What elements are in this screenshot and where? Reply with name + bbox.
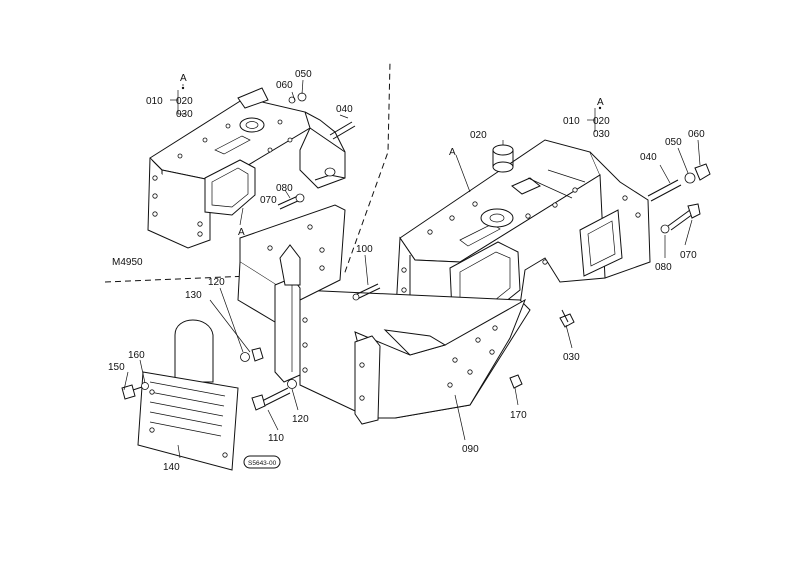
label-stamp: S5643-00 — [248, 460, 277, 467]
label-inset-010: 010 — [146, 96, 163, 107]
label-inset-050: 050 — [295, 69, 312, 80]
label-main-150: 150 — [108, 362, 125, 373]
nut-170 — [509, 374, 523, 389]
label-main-170: 170 — [510, 410, 527, 421]
bolt-040 — [647, 163, 711, 202]
bolt-030 — [559, 309, 575, 328]
label-main-080: 080 — [655, 262, 672, 273]
label-main-110: 110 — [268, 433, 284, 444]
label-main-070: 070 — [680, 250, 697, 261]
label-main-030: 030 — [563, 352, 580, 363]
label-main-010: 010 — [563, 116, 580, 127]
label-main-030-bracket: 030 — [593, 129, 610, 140]
label-main-060: 060 — [688, 129, 705, 140]
stud-100 — [352, 283, 381, 301]
leader-lines — [123, 79, 701, 459]
inset-front-bracket — [147, 87, 356, 249]
label-main-020-bracket: 020 — [593, 116, 610, 127]
label-main-120-top: 120 — [208, 277, 225, 288]
label-inset-a: A — [180, 73, 187, 84]
label-main-040: 040 — [640, 152, 657, 163]
front-weight-090 — [237, 204, 531, 425]
label-main-020: 020 — [470, 130, 487, 141]
label-inset-a2: A — [238, 227, 245, 238]
bolt-070 — [660, 203, 701, 234]
label-main-090: 090 — [462, 444, 479, 455]
label-inset-030: 030 — [176, 109, 193, 120]
label-main-130: 130 — [185, 290, 202, 301]
label-inset-040: 040 — [336, 104, 353, 115]
label-main-100: 100 — [356, 244, 373, 255]
reference-stamp: S5643-00 — [243, 455, 281, 469]
label-main-050: 050 — [665, 137, 682, 148]
grille-140 — [137, 319, 239, 471]
label-inset-080: 080 — [276, 183, 293, 194]
bolt-150 — [121, 382, 149, 400]
inset-boundary — [104, 61, 391, 283]
bolt-110 — [251, 379, 297, 411]
nut-130 — [240, 347, 264, 362]
label-inset-060: 060 — [276, 80, 293, 91]
label-main-a-bracket: A — [597, 97, 604, 108]
label-main-140: 140 — [163, 462, 180, 473]
label-main-a: A — [449, 147, 456, 158]
bushing-020 — [492, 144, 514, 173]
label-main-120-bottom: 120 — [292, 414, 309, 425]
label-inset-070: 070 — [260, 195, 277, 206]
label-m4950: M4950 — [112, 257, 143, 268]
label-inset-020: 020 — [176, 96, 193, 107]
label-main-160: 160 — [128, 350, 145, 361]
